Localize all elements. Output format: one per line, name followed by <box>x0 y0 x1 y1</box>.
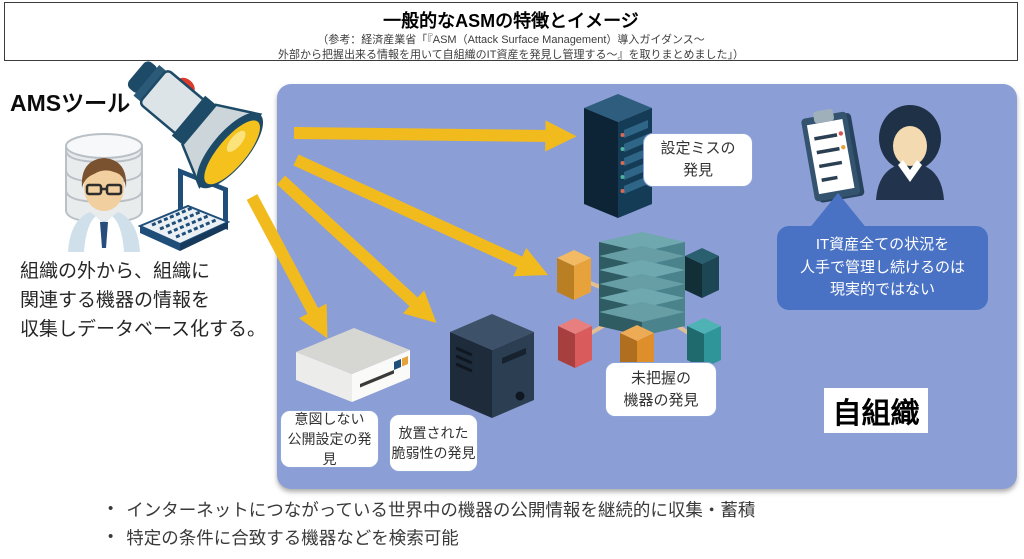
bullet-dot: • <box>108 500 114 517</box>
analyst-icon <box>58 148 150 252</box>
ams-tool-label: AMSツール <box>10 90 131 116</box>
callout-misconfiguration: 設定ミスの 発見 <box>643 133 753 187</box>
speech-bubble-tail <box>808 193 868 230</box>
speech-bubble-line-3: 現実的ではない <box>829 281 935 299</box>
tool-description-line-1: 組織の外から、組織に <box>20 261 211 282</box>
server-rack-icon <box>578 90 660 222</box>
callout-neglected-vulnerability-line-2: 脆弱性の発見 <box>391 445 476 461</box>
subtitle-line-1: （参考：経済産業省「『ASM（Attack Surface Management… <box>317 34 705 46</box>
callout-unknown-devices-line-1: 未把握の <box>630 369 691 387</box>
title-box: 一般的なASMの特徴とイメージ （参考：経済産業省「『ASM（Attack Su… <box>4 2 1018 61</box>
speech-bubble: IT資産全ての状況を 人手で管理し続けるのは 現実的ではない <box>777 226 988 310</box>
speech-bubble-line-1: IT資産全ての状況を <box>815 236 950 254</box>
own-organization-label: 自組織 <box>824 388 928 433</box>
callout-unintended-exposure-line-1: 意図しない <box>294 410 365 427</box>
page-title: 一般的なASMの特徴とイメージ <box>383 11 639 31</box>
subtitle-line-2: 外部から把握出来る情報を用いて自組織のIT資産を発見し管理する～』を取りまとめま… <box>278 48 744 61</box>
callout-misconfiguration-line-2: 発見 <box>682 162 713 179</box>
it-staff-icon <box>872 102 948 200</box>
callout-unintended-exposure: 意図しない 公開設定の発見 <box>280 410 379 468</box>
flashlight-icon <box>108 56 293 221</box>
callout-unknown-devices-line-2: 機器の発見 <box>623 391 699 409</box>
network-hub-icon <box>545 232 735 377</box>
footer-bullet-1: • インターネットにつながっている世界中の機器の公開情報を継続的に収集・蓄積 <box>108 497 755 522</box>
callout-neglected-vulnerability: 放置された 脆弱性の発見 <box>389 414 478 472</box>
storage-device-icon <box>290 320 416 420</box>
callout-neglected-vulnerability-line-1: 放置された <box>398 424 469 441</box>
pc-tower-icon <box>442 306 542 421</box>
tool-description: 組織の外から、組織に 関連する機器の情報を 収集しデータベース化する。 <box>20 257 266 344</box>
footer-bullet-2-text: 特定の条件に合致する機器などを検索可能 <box>126 528 459 548</box>
bullet-dot: • <box>108 528 114 545</box>
clipboard-icon <box>790 103 878 214</box>
tool-description-line-2: 関連する機器の情報を <box>20 290 211 311</box>
footer-bullet-2: • 特定の条件に合致する機器などを検索可能 <box>108 525 459 550</box>
callout-misconfiguration-line-1: 設定ミスの <box>660 140 736 158</box>
laptop-icon <box>137 168 231 258</box>
callout-unintended-exposure-line-2: 公開設定の発見 <box>287 430 372 468</box>
speech-bubble-line-2: 人手で管理し続けるのは <box>799 258 965 276</box>
callout-unknown-devices: 未把握の 機器の発見 <box>605 362 717 417</box>
footer-bullet-1-text: インターネットにつながっている世界中の機器の公開情報を継続的に収集・蓄積 <box>126 500 756 520</box>
tool-description-line-3: 収集しデータベース化する。 <box>20 319 267 340</box>
